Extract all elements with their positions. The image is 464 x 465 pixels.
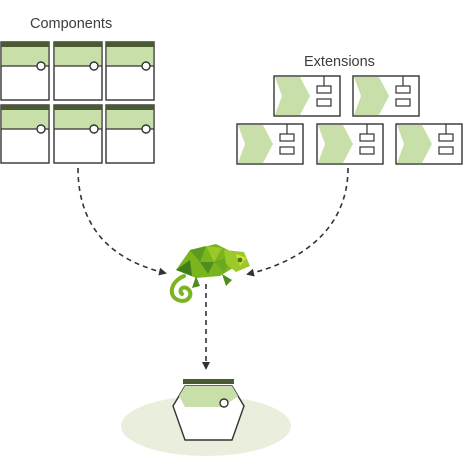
extension-plugin-icon bbox=[316, 123, 384, 165]
chameleon-icon bbox=[169, 244, 250, 303]
extensions-label: Extensions bbox=[304, 54, 375, 70]
arrow-extensions-to-mascot bbox=[246, 167, 349, 277]
pentagon-pot-icon bbox=[172, 379, 245, 441]
components-label: Components bbox=[30, 16, 113, 32]
components-group bbox=[0, 41, 155, 164]
component-window-icon bbox=[53, 41, 103, 101]
component-window-icon bbox=[0, 104, 50, 164]
component-window-icon bbox=[0, 41, 50, 101]
component-window-icon bbox=[105, 41, 155, 101]
component-window-icon bbox=[105, 104, 155, 164]
extensions-group bbox=[236, 75, 463, 165]
arrow-components-to-mascot bbox=[77, 167, 167, 276]
extension-plugin-icon bbox=[352, 75, 420, 117]
extension-plugin-icon bbox=[236, 123, 304, 165]
extension-plugin-icon bbox=[273, 75, 341, 117]
extension-plugin-icon bbox=[395, 123, 463, 165]
component-window-icon bbox=[53, 104, 103, 164]
